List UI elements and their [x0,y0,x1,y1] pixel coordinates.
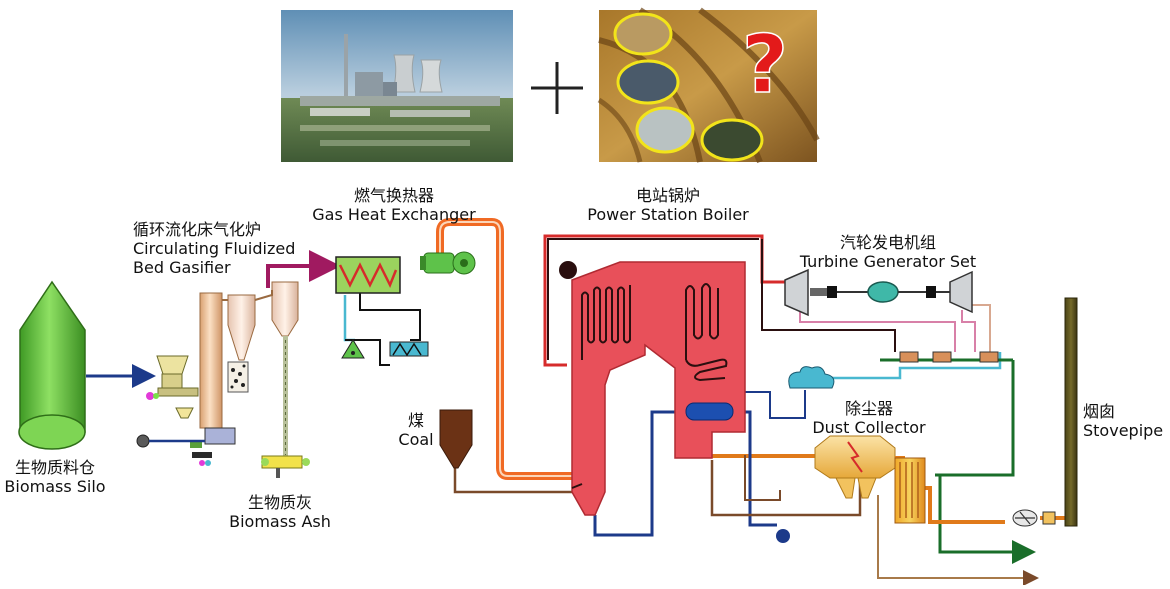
question-mark: ? [742,18,788,111]
dust-label-en: Dust Collector [812,418,926,437]
deaerator [788,366,835,389]
gasifier-label-en1: Circulating Fluidized [133,239,296,258]
stack-label-zh: 烟囱 [1083,402,1116,421]
stack-label: 烟囱 Stovepipe [1083,402,1163,440]
boiler-label-en: Power Station Boiler [587,205,749,224]
gasifier [136,281,310,478]
boiler-label: 电站锅炉 Power Station Boiler [578,186,758,224]
turbine-generator-set [784,268,973,317]
biomass-silo [18,280,86,450]
boiler-label-zh: 电站锅炉 [635,186,700,205]
dust-label-zh: 除尘器 [844,399,893,418]
feed-pump-icon [776,529,790,543]
heat-exchanger-label-en: Gas Heat Exchanger [312,205,476,224]
silo-label-en: Biomass Silo [4,477,106,496]
induced-draft-fan [1012,509,1056,527]
gas-heat-exchanger [335,251,476,294]
dust-collector [814,435,905,499]
coal-label-en: Coal [398,430,434,449]
coal-label: 煤 Coal [394,411,438,449]
power-station-boiler [559,261,746,516]
main-steam-line [543,234,785,367]
turbine-label-zh: 汽轮发电机组 [839,233,936,252]
gasifier-label-zh: 循环流化床气化炉 [133,220,262,239]
heat-exchanger-label-zh: 燃气换热器 [353,186,434,205]
stack-label-en: Stovepipe [1083,421,1164,440]
air-heater [894,457,926,524]
turbine-label-en: Turbine Generator Set [799,252,977,271]
silo-label-zh: 生物质料仓 [14,458,95,477]
heat-exchanger-label: 燃气换热器 Gas Heat Exchanger [304,186,484,224]
gasifier-label: 循环流化床气化炉 Circulating Fluidized Bed Gasif… [133,220,295,277]
field-burning-photo [597,7,820,164]
gasifier-label-en2: Bed Gasifier [133,258,231,277]
condensate-equipment [341,339,429,359]
syngas-pipe [266,250,341,288]
coal-hopper [439,409,473,469]
ash-label-en: Biomass Ash [229,512,331,531]
dust-collector-label: 除尘器 Dust Collector [806,399,932,437]
silo-label: 生物质料仓 Biomass Silo [0,458,110,496]
plus-sign [531,62,583,114]
ash-label: 生物质灰 Biomass Ash [220,493,340,531]
ash-label-zh: 生物质灰 [247,493,312,512]
feedwater-heaters [899,351,999,363]
turbine-label: 汽轮发电机组 Turbine Generator Set [790,233,986,271]
power-plant-photo [281,10,513,162]
stovepipe-stack [1064,297,1078,527]
coal-label-zh: 煤 [407,411,424,430]
